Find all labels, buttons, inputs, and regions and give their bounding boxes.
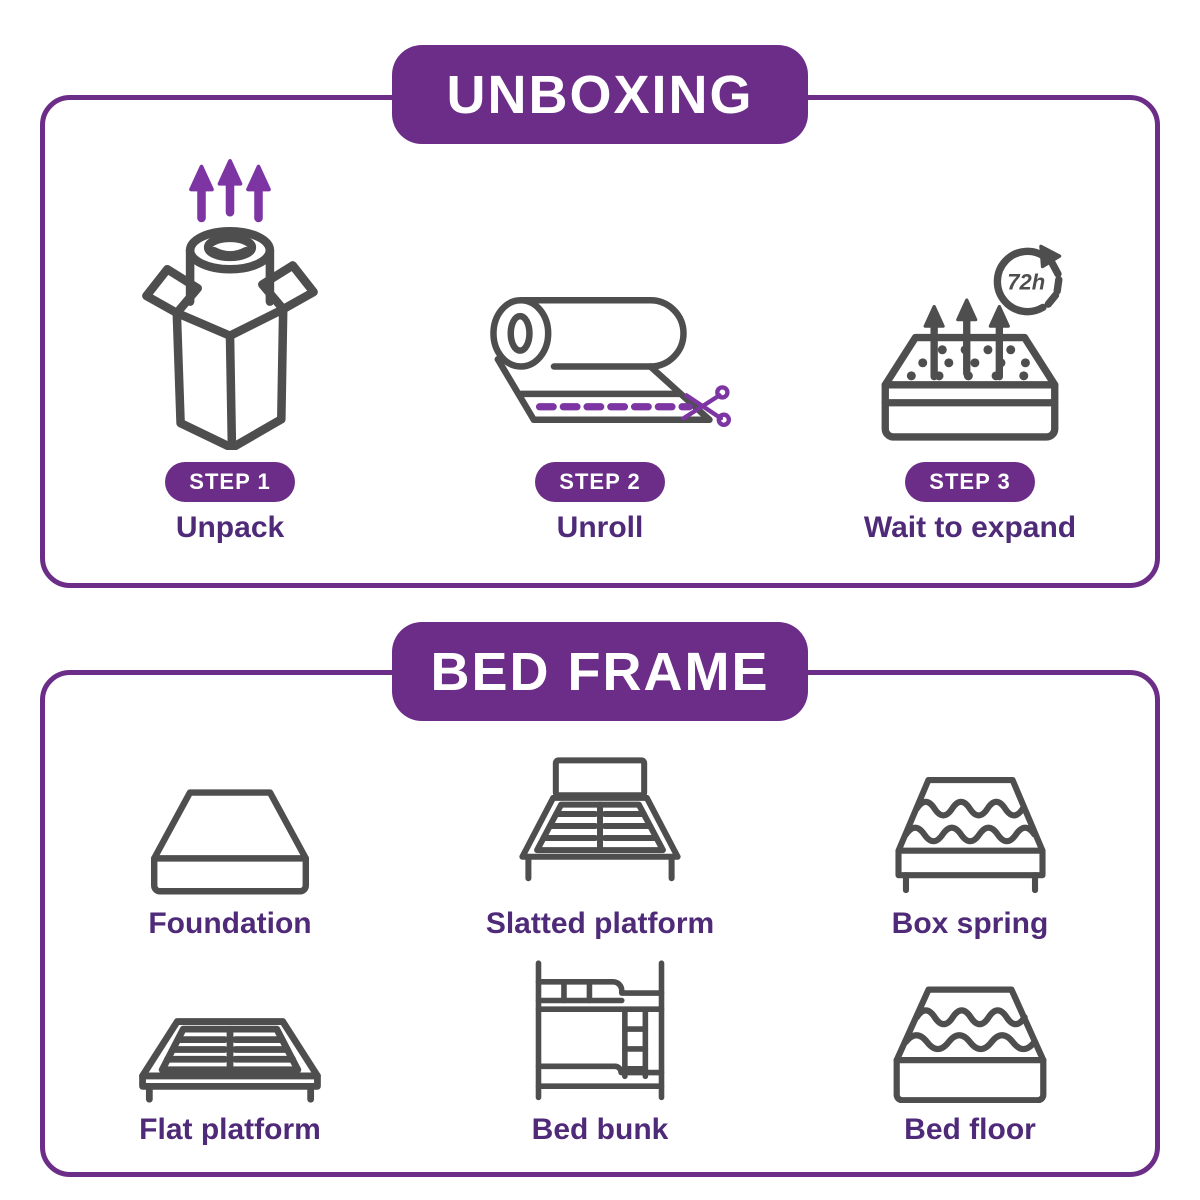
step-1: STEP 1 Unpack <box>45 155 415 545</box>
foundation-label: Foundation <box>148 907 312 940</box>
unboxing-steps: STEP 1 Unpack <box>45 155 1155 545</box>
flat-platform-icon <box>139 1018 321 1103</box>
bed-frame-row-1: Foundation <box>45 755 1155 941</box>
step-1-label: Unpack <box>175 511 285 544</box>
flat-platform-label: Flat platform <box>139 1113 321 1146</box>
slatted-platform-label: Slatted platform <box>485 907 715 940</box>
bunk-bed-icon <box>535 960 665 1101</box>
bed-floor-icon <box>893 986 1047 1103</box>
slatted-platform-icon <box>519 757 681 882</box>
bed-floor-label: Bed floor <box>904 1113 1036 1146</box>
step-3-badge: STEP 3 <box>905 462 1035 502</box>
hours-annotation: 72h <box>1007 269 1045 294</box>
step-2-label: Unroll <box>556 511 644 544</box>
expand-mattress-icon: 72h <box>881 244 1063 441</box>
bed-frame-title: BED FRAME <box>430 641 770 702</box>
bed-frame-row-2: Flat platform <box>45 955 1155 1147</box>
box-spring-icon <box>894 777 1046 894</box>
unroll-mattress-icon <box>490 297 731 427</box>
unboxing-title-badge: UNBOXING <box>392 45 808 144</box>
step-3: 72h <box>785 155 1155 545</box>
bed-frame-item-bed-floor: Bed floor <box>785 955 1155 1147</box>
unboxing-title: UNBOXING <box>446 64 754 125</box>
bed-frame-item-bed-bunk: Bed bunk <box>415 955 785 1147</box>
step-2: STEP 2 Unroll <box>415 155 785 545</box>
unpack-box-icon <box>142 159 318 450</box>
bed-frame-card: Foundation <box>40 670 1160 1177</box>
step-1-badge: STEP 1 <box>165 462 295 502</box>
box-spring-label: Box spring <box>891 907 1049 940</box>
step-3-label: Wait to expand <box>863 511 1077 544</box>
bed-frame-item-slatted-platform: Slatted platform <box>415 755 785 941</box>
step-2-badge: STEP 2 <box>535 462 665 502</box>
unboxing-card: STEP 1 Unpack <box>40 95 1160 588</box>
bed-bunk-label: Bed bunk <box>531 1113 669 1146</box>
bed-frame-title-badge: BED FRAME <box>392 622 808 721</box>
bed-frame-item-box-spring: Box spring <box>785 755 1155 941</box>
foundation-icon <box>150 789 310 895</box>
bed-frame-item-foundation: Foundation <box>45 755 415 941</box>
bed-frame-item-flat-platform: Flat platform <box>45 955 415 1147</box>
